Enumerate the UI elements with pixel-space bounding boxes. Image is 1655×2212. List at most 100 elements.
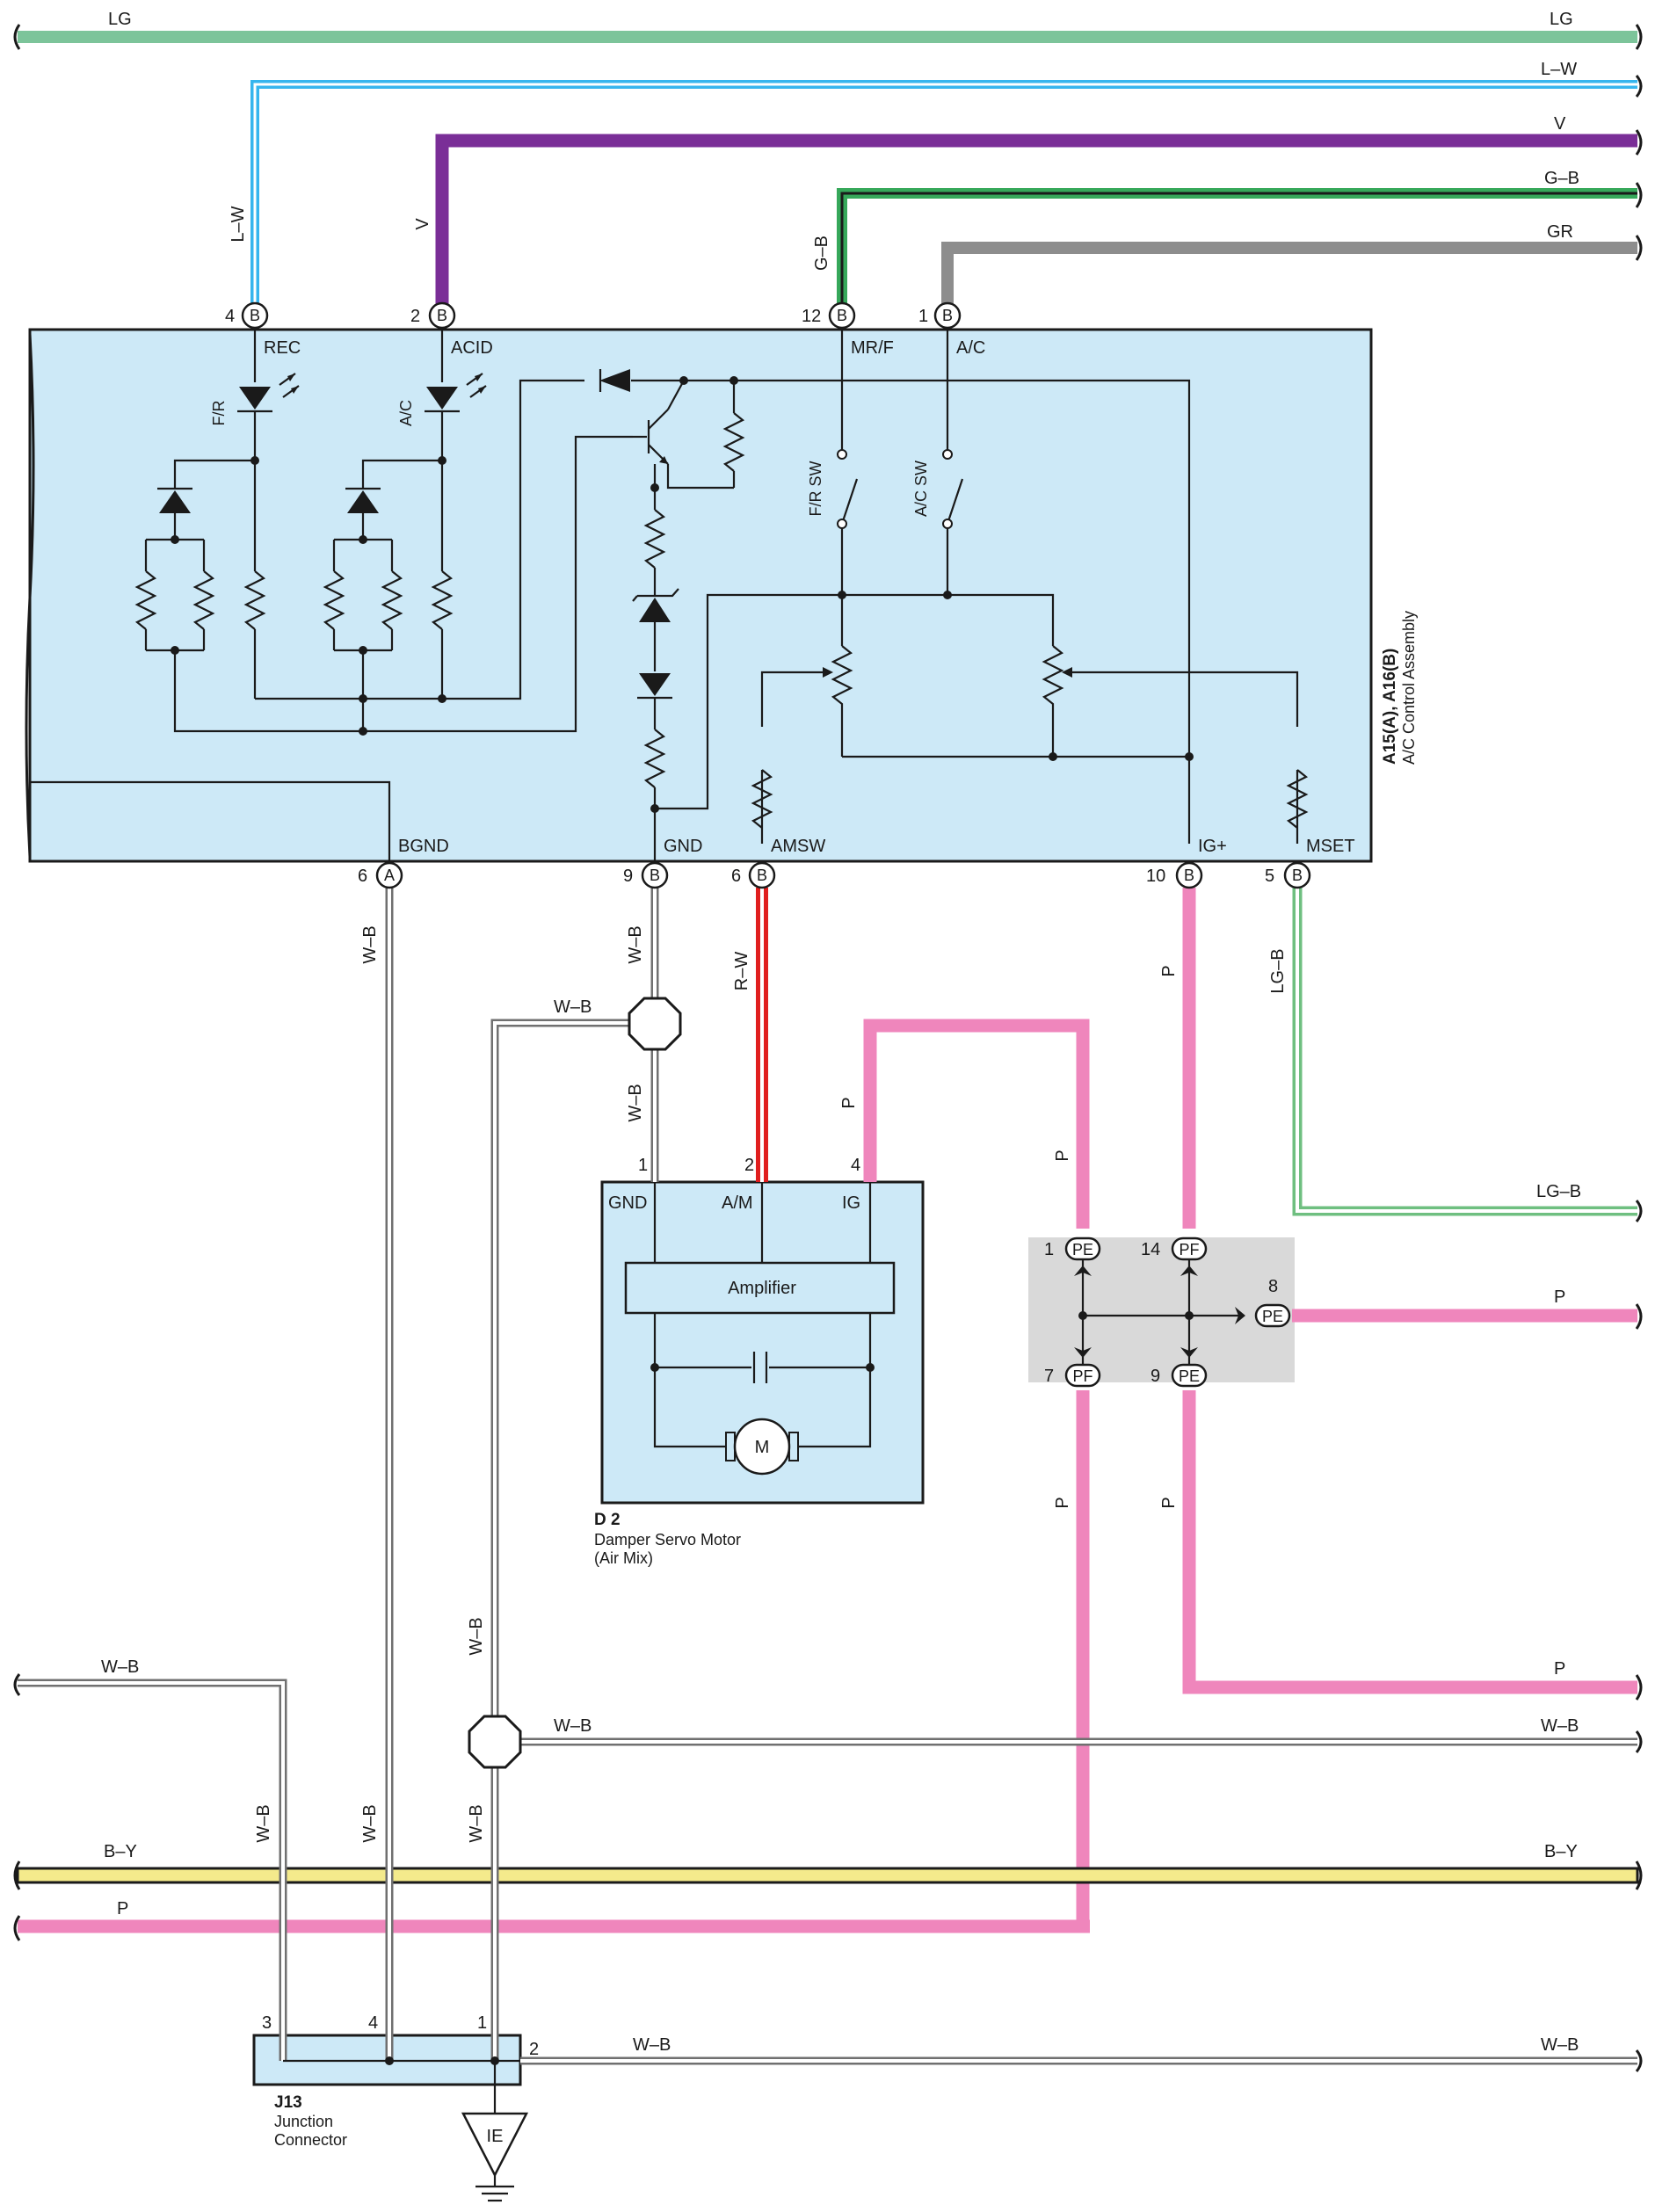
pin-name-gnd: GND [664,837,702,856]
ac-top-connectors: B B B B [241,301,962,330]
jb-pin-8-name: PE [1262,1308,1283,1325]
servo-pin-name-gnd: GND [608,1193,647,1213]
label-wb-j2-right: W–B [1541,2035,1579,2055]
label-wb-gnd: W–B [626,925,645,963]
label-p-loop: P [1053,1150,1072,1161]
label-p-bottom-right: P [1554,1659,1565,1679]
servo-name-1: Damper Servo Motor [594,1531,741,1548]
ac-bottom-connectors: A B B B B [375,861,1311,889]
pin-conn-amsw: B [757,867,767,884]
pin-num-bgnd: 6 [358,867,367,886]
wire-break-marks-left [13,24,21,1941]
pin-conn-ac: B [942,307,953,324]
label-gb-vert: G–B [812,236,831,271]
j13-internal [283,2056,520,2065]
splice-gnd [628,997,682,1051]
pin-conn-gnd: B [650,867,660,884]
ground-label: IE [487,2127,504,2146]
pin-num-igplus: 10 [1146,867,1165,886]
label-wb-j3: W–B [254,1804,273,1842]
wire-by [16,1867,1639,1884]
pin-num-mset: 5 [1265,867,1274,886]
jb-pin-1-name: PE [1072,1241,1093,1258]
pin-num-rec: 4 [225,307,235,326]
servo-internal [624,1182,896,1476]
ac-control-internal-circuit [25,330,1309,861]
ground-symbol [461,2112,529,2202]
label-wb-left-top: W–B [101,1657,139,1677]
label-wb-j2-mid: W–B [633,2035,671,2055]
label-p-pe9: P [1159,1497,1179,1508]
pin-name-igplus: IG+ [1198,837,1227,856]
label-v-vert: V [413,218,432,230]
pin-conn-bgnd: A [384,867,395,884]
servo-id: D 2 [594,1511,621,1529]
junction-block [1028,1237,1295,1382]
label-p-left: P [117,1899,128,1918]
junction-pins: PE PF PE PF PE [1064,1237,1291,1388]
pin-name-acid: ACID [451,338,493,358]
label-lgb-right: LG–B [1536,1182,1581,1201]
j13-id: J13 [274,2093,302,2112]
jb-pin-14-name: PF [1179,1241,1199,1258]
label-p-pf7: P [1053,1497,1072,1508]
label-v-right: V [1554,114,1566,134]
wire-break-marks-right [1635,24,1643,2072]
wire-gr [941,242,1637,308]
pin-name-mset: MSET [1306,837,1355,856]
j13-name-2: Connector [274,2131,347,2149]
label-wb-j1: W–B [467,1804,486,1842]
j13-pin-4: 4 [368,2013,378,2033]
servo-pin-name-am: A/M [722,1193,753,1213]
servo-name-2: (Air Mix) [594,1549,653,1567]
label-p-ig: P [1159,965,1179,976]
switch-ac-label: A/C SW [912,461,930,517]
label-rw: R–W [732,952,751,991]
jb-pin-14-num: 14 [1141,1240,1160,1259]
label-gb-right: G–B [1544,169,1579,188]
label-wb-bgnd: W–B [360,925,380,963]
pin-num-amsw: 6 [731,867,741,886]
pin-conn-ig: B [1184,867,1194,884]
label-p-pe8: P [1554,1287,1565,1307]
jb-pin-7-name: PF [1072,1367,1092,1385]
label-lw-vert: L–W [229,206,248,242]
wire-lg [18,31,1637,43]
wire-v [435,134,1637,308]
servo-pin-num-ig: 4 [851,1156,860,1175]
jb-pin-1-num: 1 [1044,1240,1054,1259]
label-lw-right: L–W [1541,60,1577,79]
junction-block-internal [1074,1258,1245,1365]
wire-lgb [1292,888,1637,1216]
label-by-right: B–Y [1544,1842,1578,1861]
ac-control-name: A/C Control Assembly [1400,611,1418,765]
label-lg-right: LG [1550,10,1573,29]
pin-name-rec: REC [264,338,301,358]
j13-pin-1: 1 [477,2013,487,2033]
label-by-left: B–Y [104,1842,137,1861]
wire-labels: LG LG L–W L–W V V G–B G–B GR W–B W–B W–B… [101,10,1581,2055]
pin-num-acid: 2 [410,307,420,326]
label-wb-servo: W–B [626,1084,645,1121]
servo-pin-num-gnd: 1 [638,1156,648,1175]
wire-p-servo-loop [863,1019,1090,1229]
ac-control-assembly-box [28,328,1373,863]
switch-fr-label: F/R SW [807,461,824,516]
amplifier-label: Amplifier [728,1279,796,1298]
pin-conn-mrf: B [837,307,847,324]
j13-pin-3: 3 [262,2013,272,2033]
label-wb-splice-right: W–B [554,1716,592,1736]
wire-p-pe9 [1182,1390,1637,1694]
jb-pin-9-num: 9 [1151,1367,1160,1386]
pin-conn-acid: B [437,307,447,324]
led-fr-label: F/R [210,401,228,426]
jb-pin-8-num: 8 [1268,1277,1278,1296]
j13-name-1: Junction [274,2113,333,2130]
j13-pin-2: 2 [529,2040,539,2059]
servo-pin-name-ig: IG [842,1193,860,1213]
pin-name-bgnd: BGND [398,837,449,856]
pin-name-mrf: MR/F [851,338,894,358]
pin-conn-mset: B [1292,867,1303,884]
label-lgb-vert: LG–B [1268,948,1288,993]
